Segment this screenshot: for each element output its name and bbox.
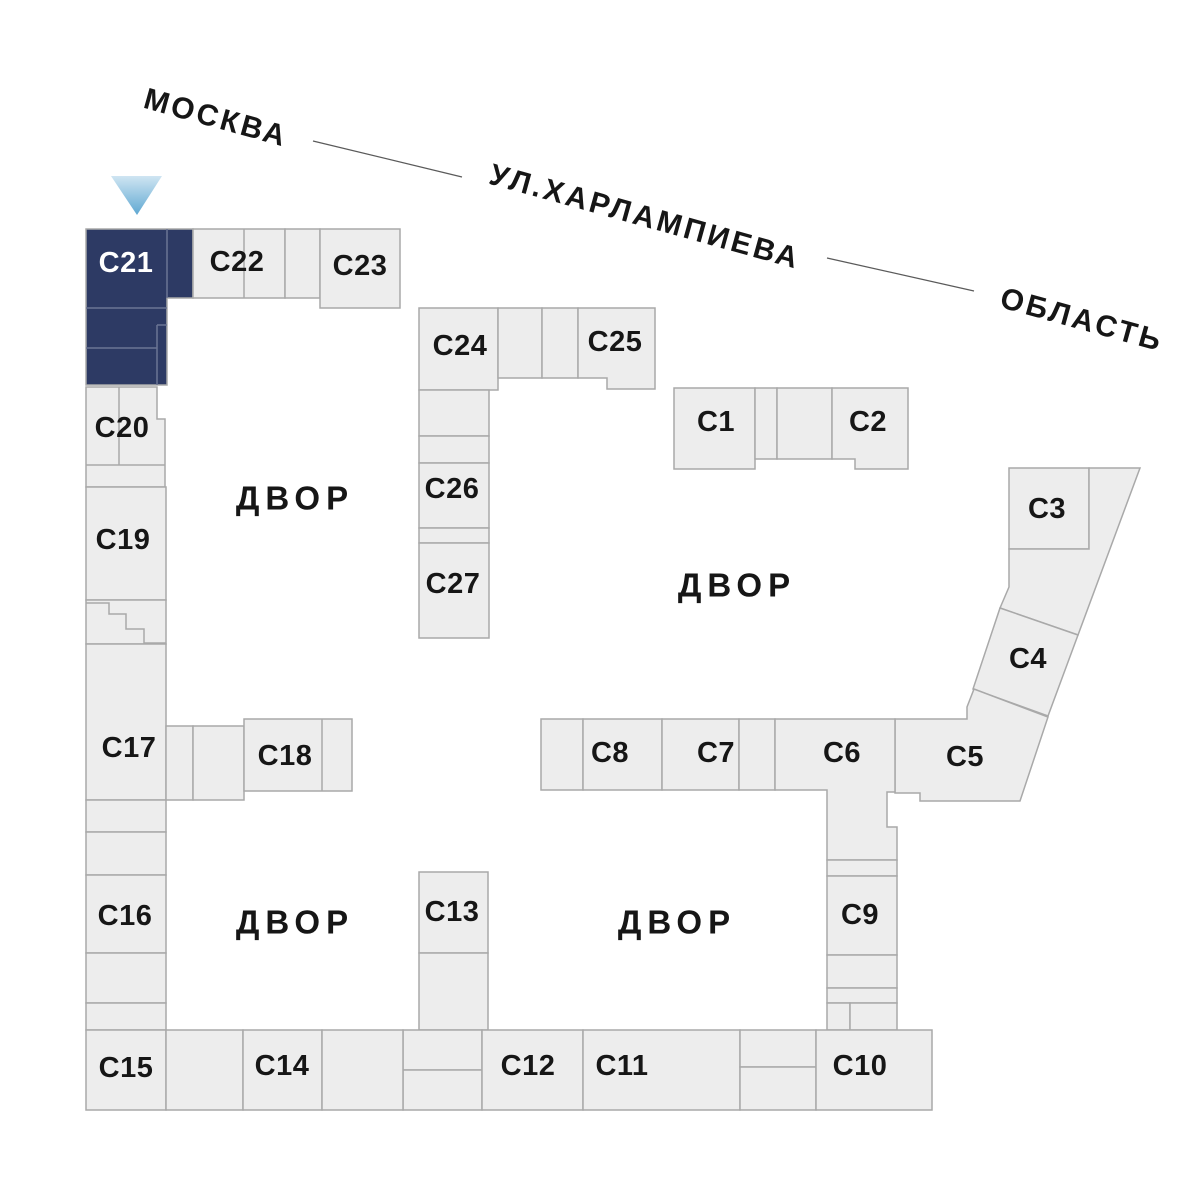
selected-building-marker xyxy=(111,176,162,215)
building-C3[interactable] xyxy=(1008,467,1090,550)
building-section xyxy=(192,725,245,801)
courtyard-label-1: ДВОР xyxy=(236,480,354,517)
building-C19[interactable] xyxy=(85,486,167,601)
building-label-C18: C18 xyxy=(258,740,313,772)
building-section xyxy=(826,1002,851,1031)
building-C25[interactable] xyxy=(577,307,656,390)
building-label-C15: C15 xyxy=(99,1052,154,1084)
building-label-C11: C11 xyxy=(595,1050,648,1082)
building-section xyxy=(418,389,490,437)
street-line xyxy=(312,140,463,178)
building-C2[interactable] xyxy=(831,387,909,470)
building-label-C1: C1 xyxy=(697,406,735,438)
building-section xyxy=(826,954,898,989)
building-section xyxy=(418,952,489,1031)
building-section xyxy=(85,799,167,833)
building-C4[interactable] xyxy=(972,607,1079,717)
building-label-C8: C8 xyxy=(591,737,629,769)
building-section xyxy=(85,831,167,876)
building-label-C17: C17 xyxy=(102,732,157,764)
building-section xyxy=(418,527,490,544)
building-label-C19: C19 xyxy=(96,524,151,556)
building-label-C25: C25 xyxy=(588,326,643,358)
building-C7[interactable] xyxy=(661,718,740,791)
building-C11[interactable] xyxy=(582,1029,741,1111)
building-C9[interactable] xyxy=(826,875,898,956)
building-section xyxy=(418,435,490,464)
building-label-C22: C22 xyxy=(210,246,265,278)
building-label-C20: C20 xyxy=(95,412,150,444)
building-section xyxy=(826,859,898,877)
building-C10[interactable] xyxy=(815,1029,933,1111)
building-section xyxy=(321,1029,404,1111)
building-label-C5: C5 xyxy=(946,741,984,773)
building-C15[interactable] xyxy=(85,1029,167,1111)
building-C8[interactable] xyxy=(582,718,663,791)
building-C27[interactable] xyxy=(418,542,490,639)
building-label-C12: C12 xyxy=(501,1050,556,1082)
building-section xyxy=(402,1029,483,1071)
building-label-C3: C3 xyxy=(1028,493,1066,525)
building-label-C27: C27 xyxy=(426,568,481,600)
building-section xyxy=(776,387,833,460)
building-C5[interactable] xyxy=(894,688,1049,802)
building-section xyxy=(826,987,898,1004)
building-label-C6: C6 xyxy=(823,737,861,769)
building-label-C23: C23 xyxy=(333,250,388,282)
building-section xyxy=(541,307,579,379)
building-C23[interactable] xyxy=(319,228,401,309)
building-section xyxy=(849,1002,898,1031)
building-label-C13: C13 xyxy=(425,896,480,928)
building-divider-line xyxy=(86,602,166,644)
building-C6[interactable] xyxy=(774,718,898,861)
building-section xyxy=(85,1002,167,1031)
building-label-C7: C7 xyxy=(697,737,735,769)
building-C17[interactable] xyxy=(85,643,167,801)
courtyard-label-3: ДВОР xyxy=(236,904,354,941)
courtyard-label-4: ДВОР xyxy=(618,904,736,941)
building-section xyxy=(739,1029,817,1068)
building-label-C24: C24 xyxy=(433,330,488,362)
building-C1[interactable] xyxy=(673,387,756,470)
building-label-C21: C21 xyxy=(99,247,154,279)
building-section xyxy=(998,467,1142,636)
building-label-C26: C26 xyxy=(425,473,480,505)
building-label-C10: C10 xyxy=(833,1050,888,1082)
street-line xyxy=(826,257,975,292)
building-label-C2: C2 xyxy=(849,406,887,438)
building-section xyxy=(497,307,543,379)
building-section xyxy=(738,718,776,791)
building-C22[interactable] xyxy=(192,228,286,299)
building-C14[interactable] xyxy=(242,1029,323,1111)
building-section xyxy=(165,725,194,801)
building-section xyxy=(284,228,321,299)
building-C18[interactable] xyxy=(243,718,353,792)
building-C12[interactable] xyxy=(481,1029,584,1111)
building-section xyxy=(402,1069,483,1111)
courtyard-label-2: ДВОР xyxy=(678,567,796,604)
building-section xyxy=(754,387,778,460)
building-section xyxy=(165,1029,244,1111)
building-section xyxy=(739,1066,817,1111)
building-section xyxy=(540,718,584,791)
building-label-C9: C9 xyxy=(841,899,879,931)
building-section xyxy=(85,952,167,1004)
building-label-C16: C16 xyxy=(98,900,153,932)
building-label-C4: C4 xyxy=(1009,643,1047,675)
building-label-C14: C14 xyxy=(255,1050,310,1082)
